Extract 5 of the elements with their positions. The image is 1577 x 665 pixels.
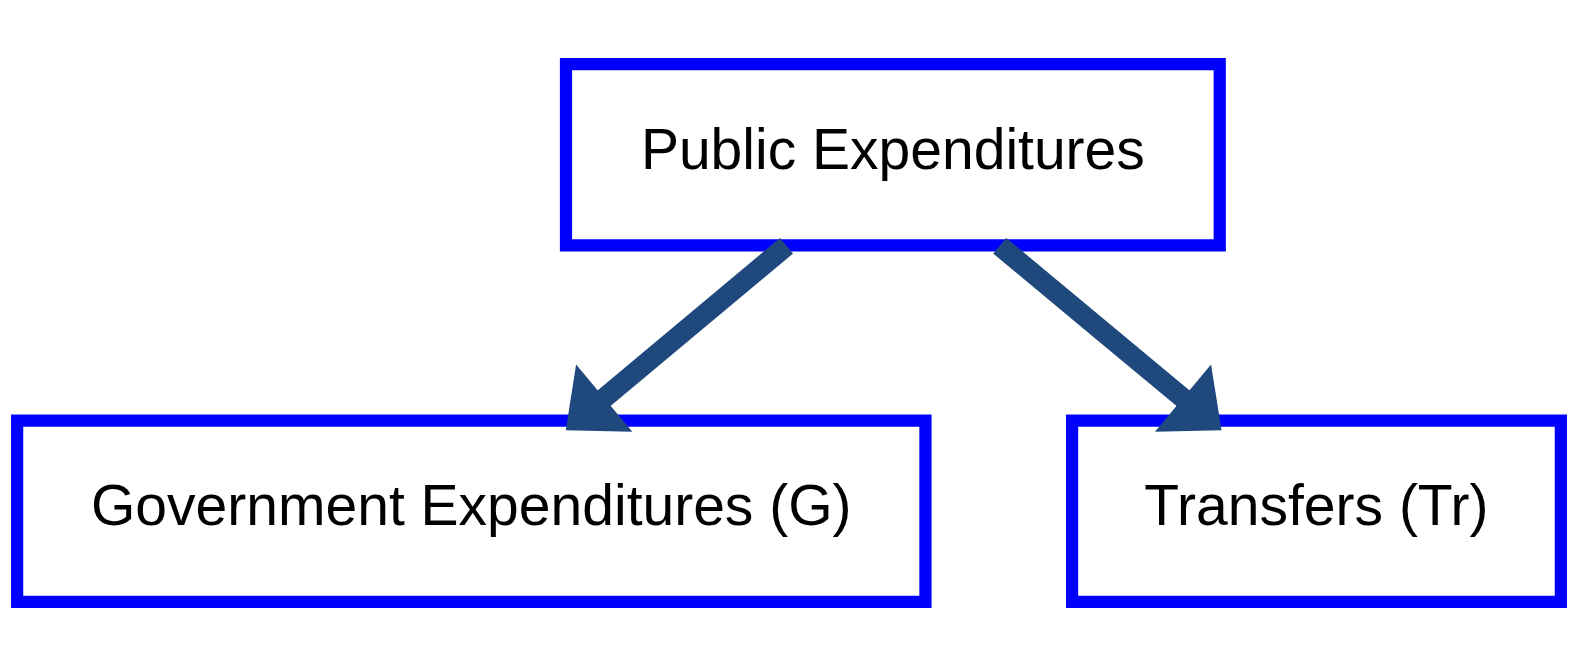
node-box: Government Expenditures (G) bbox=[10, 413, 932, 608]
node-box: Public Expenditures bbox=[559, 57, 1226, 252]
arrow bbox=[565, 237, 793, 432]
arrow bbox=[992, 237, 1221, 432]
node-box: Transfers (Tr) bbox=[1065, 413, 1567, 608]
